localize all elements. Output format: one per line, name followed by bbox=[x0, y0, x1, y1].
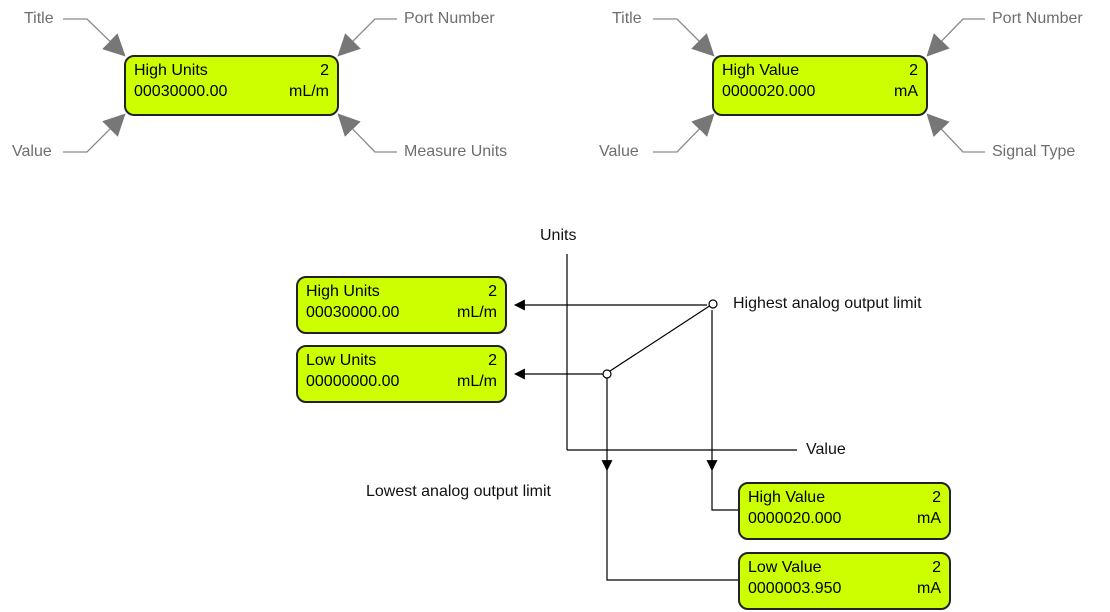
value-callout-arrow-2 bbox=[653, 113, 715, 153]
lowest-limit-label: Lowest analog output limit bbox=[366, 483, 551, 500]
lcd-title: High Units bbox=[306, 283, 380, 300]
lcd-units: mL/m bbox=[457, 373, 497, 390]
port-callout-arrow-2 bbox=[926, 18, 985, 57]
lcd-value: 0000020.000 bbox=[748, 510, 842, 527]
lcd-low-value: Low Value 2 0000003.950 mA bbox=[738, 552, 951, 610]
graph bbox=[513, 254, 797, 581]
lcd-low-units: Low Units 2 00000000.00 mL/m bbox=[296, 345, 507, 403]
callout-port-label-2: Port Number bbox=[992, 10, 1083, 27]
callout-title-label-2: Title bbox=[612, 10, 642, 27]
callout-signal-label: Signal Type bbox=[992, 143, 1076, 160]
lcd-port: 2 bbox=[488, 352, 497, 369]
lcd-value: 00030000.00 bbox=[306, 304, 400, 321]
lcd-title: High Units bbox=[134, 62, 208, 79]
lowest-limit-point bbox=[602, 369, 612, 379]
lcd-value: 00030000.00 bbox=[134, 83, 228, 100]
lcd-title: High Value bbox=[748, 489, 826, 506]
lcd-port: 2 bbox=[488, 283, 497, 300]
callout-units-label: Measure Units bbox=[404, 143, 508, 160]
callout-port-label: Port Number bbox=[404, 10, 495, 27]
lcd-units: mA bbox=[894, 83, 918, 100]
lcd-port: 2 bbox=[320, 62, 329, 79]
lcd-units: mL/m bbox=[457, 304, 497, 321]
lcd-units: mA bbox=[917, 580, 941, 597]
signal-callout-arrow bbox=[926, 113, 985, 153]
highest-limit-point bbox=[708, 299, 718, 309]
callout-arrows-signal bbox=[653, 18, 985, 153]
high-value-connector bbox=[711, 470, 738, 511]
lcd-title: Low Value bbox=[748, 559, 822, 576]
callout-value-label-2: Value bbox=[599, 143, 639, 160]
value-callout-arrow bbox=[63, 113, 126, 153]
title-callout-arrow-2 bbox=[653, 18, 715, 57]
callout-value-label: Value bbox=[12, 143, 52, 160]
lcd-high-value-example: High Value 2 0000020.000 mA bbox=[712, 55, 928, 116]
y-axis-label: Units bbox=[540, 227, 577, 244]
callout-arrows-units bbox=[63, 18, 397, 153]
lcd-value: 0000003.950 bbox=[748, 580, 842, 597]
lcd-high-units: High Units 2 00030000.00 mL/m bbox=[296, 276, 507, 334]
port-callout-arrow bbox=[337, 18, 397, 57]
title-callout-arrow bbox=[63, 18, 126, 57]
lcd-title: High Value bbox=[722, 62, 800, 79]
lcd-port: 2 bbox=[932, 489, 941, 506]
lcd-port: 2 bbox=[909, 62, 918, 79]
highest-limit-label: Highest analog output limit bbox=[733, 295, 922, 312]
units-callout-arrow bbox=[337, 113, 397, 153]
x-axis-label: Value bbox=[806, 441, 846, 458]
lcd-high-value: High Value 2 0000020.000 mA bbox=[738, 482, 951, 540]
lcd-value: 00000000.00 bbox=[306, 373, 400, 390]
callout-title-label: Title bbox=[24, 10, 54, 27]
transfer-line bbox=[609, 304, 712, 372]
low-value-connector bbox=[606, 470, 738, 581]
lcd-high-units-example: High Units 2 00030000.00 mL/m bbox=[124, 55, 339, 116]
lcd-value: 0000020.000 bbox=[722, 83, 816, 100]
lcd-units: mL/m bbox=[289, 83, 329, 100]
lcd-units: mA bbox=[917, 510, 941, 527]
lcd-title: Low Units bbox=[306, 352, 377, 369]
lcd-port: 2 bbox=[932, 559, 941, 576]
